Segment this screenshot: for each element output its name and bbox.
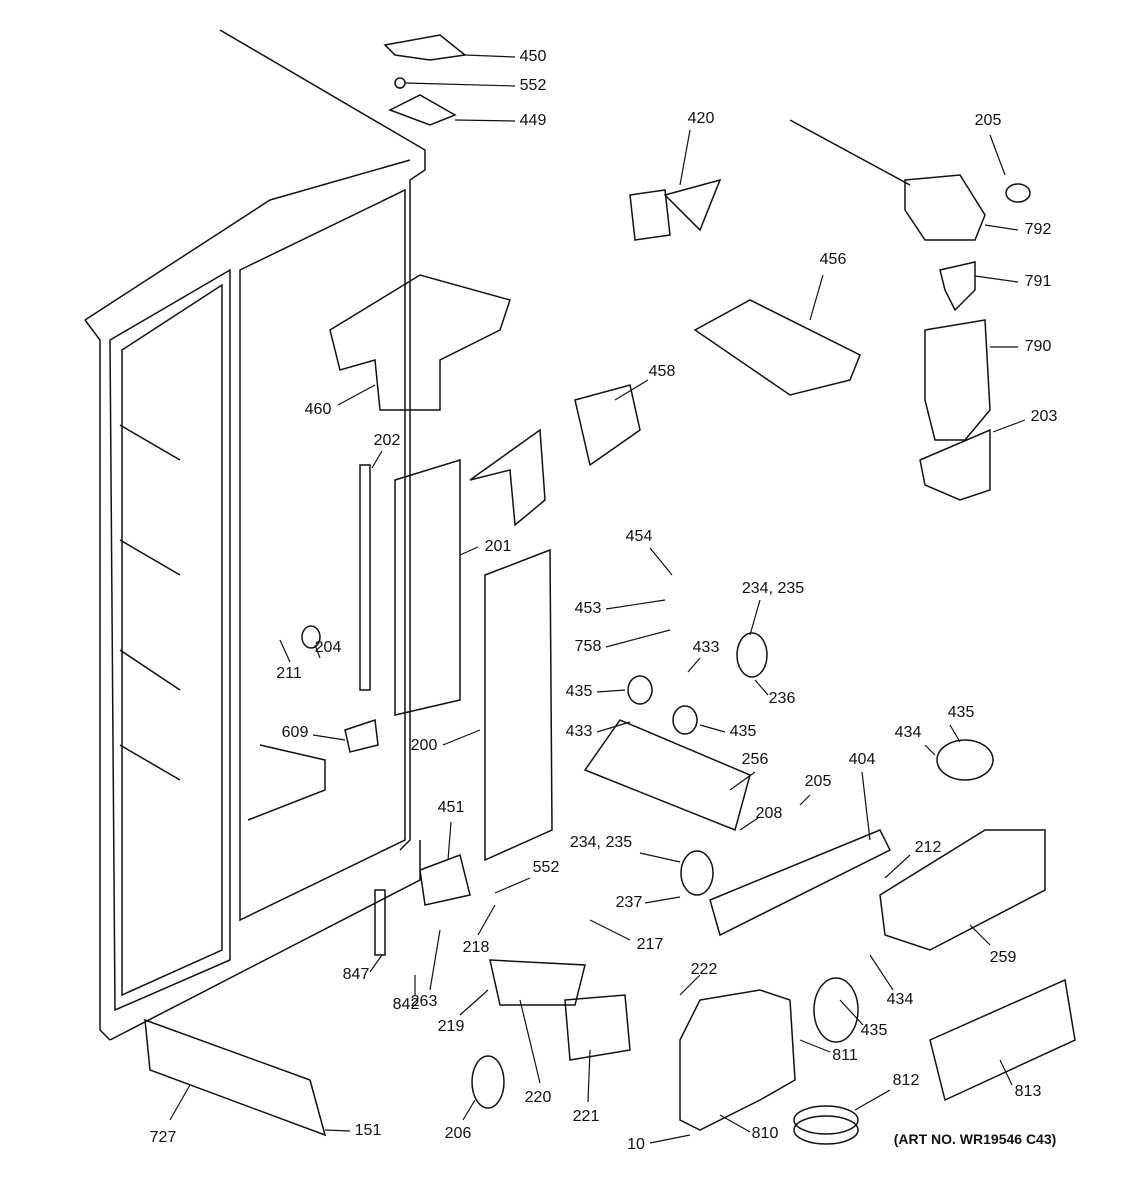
callout-842: 842	[392, 996, 420, 1013]
callout-203: 203	[1030, 408, 1058, 425]
callout-433: 433	[692, 639, 720, 656]
callout-435: 435	[729, 723, 757, 740]
leader-lines	[169, 54, 1026, 1144]
callout-404: 404	[848, 751, 876, 768]
callout-810: 810	[751, 1125, 779, 1142]
callout-211: 211	[276, 665, 302, 682]
callout-792: 792	[1024, 221, 1052, 238]
callout-435: 435	[860, 1022, 888, 1039]
callout-220: 220	[524, 1089, 552, 1106]
part-shapes	[144, 34, 1076, 1145]
callout-151: 151	[354, 1122, 382, 1139]
callout-237: 237	[615, 894, 643, 911]
callout-205: 205	[804, 773, 832, 790]
callout-236: 236	[768, 690, 796, 707]
callout-460: 460	[304, 401, 332, 418]
callout-435: 435	[565, 683, 593, 700]
callout-450: 450	[519, 48, 547, 65]
callout-451: 451	[437, 799, 465, 816]
callout-449: 449	[519, 112, 547, 129]
callout-222: 222	[690, 961, 718, 978]
callout-433: 433	[565, 723, 593, 740]
callout-727: 727	[149, 1129, 177, 1146]
callout-234-235: 234, 235	[741, 580, 805, 597]
callout-458: 458	[648, 363, 676, 380]
callout-811: 811	[832, 1047, 858, 1064]
callout-434: 434	[894, 724, 922, 741]
callout-204: 204	[314, 639, 342, 656]
callout-609: 609	[281, 724, 309, 741]
callout-263: 263	[410, 993, 438, 1010]
callout-758: 758	[574, 638, 602, 655]
callout-212: 212	[914, 839, 942, 856]
callout-813: 813	[1014, 1083, 1042, 1100]
callout-453: 453	[574, 600, 602, 617]
callout-10: 10	[627, 1136, 645, 1153]
callout-221: 221	[572, 1108, 600, 1125]
art-number: (ART NO. WR19546 C43)	[893, 1131, 1057, 1147]
callout-434: 434	[886, 991, 914, 1008]
callout-420: 420	[687, 110, 715, 127]
callout-552: 552	[519, 77, 547, 94]
callout-219: 219	[437, 1018, 465, 1035]
callout-456: 456	[819, 251, 847, 268]
callout-259: 259	[989, 949, 1017, 966]
callout-256: 256	[741, 751, 769, 768]
callout-790: 790	[1024, 338, 1052, 355]
callout-202: 202	[373, 432, 401, 449]
callout-205: 205	[974, 112, 1002, 129]
callout-200: 200	[410, 737, 438, 754]
callout-812: 812	[892, 1072, 920, 1089]
callout-234-235: 234, 235	[569, 834, 633, 851]
callout-552: 552	[532, 859, 560, 876]
refrigerator-cabinet	[84, 29, 426, 1041]
callout-847: 847	[342, 966, 370, 983]
callout-791: 791	[1024, 273, 1052, 290]
callout-208: 208	[755, 805, 783, 822]
callout-217: 217	[636, 936, 664, 953]
callout-206: 206	[444, 1125, 472, 1142]
callout-201: 201	[484, 538, 512, 555]
callout-435: 435	[947, 704, 975, 721]
callout-454: 454	[625, 528, 653, 545]
callout-218: 218	[462, 939, 490, 956]
